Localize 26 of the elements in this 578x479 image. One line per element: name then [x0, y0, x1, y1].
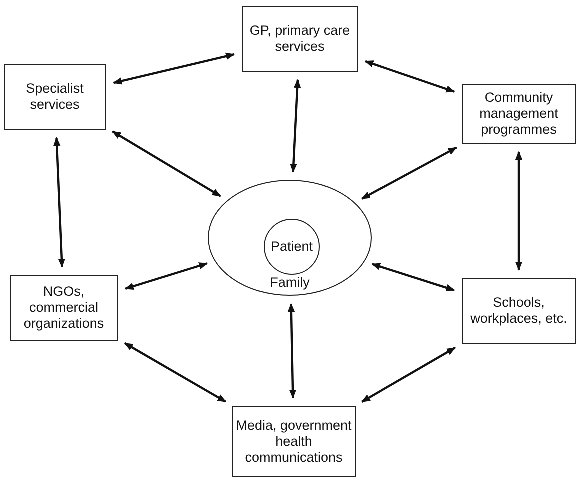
double-arrow — [112, 52, 236, 85]
node-label: Family — [270, 275, 310, 291]
node-label: NGOs, commercial organizations — [22, 284, 106, 332]
text-box — [242, 6, 358, 72]
double-arrow — [361, 347, 456, 403]
double-arrow — [361, 146, 458, 200]
text-box — [462, 278, 576, 344]
double-arrow — [290, 79, 302, 173]
double-arrow — [515, 151, 523, 271]
double-arrow — [364, 60, 456, 93]
double-arrow — [112, 130, 222, 198]
node-label: GP, primary care services — [248, 23, 352, 55]
double-arrow — [372, 263, 456, 292]
double-arrow — [54, 137, 66, 268]
double-arrow — [124, 342, 227, 403]
node-label: Patient — [270, 239, 314, 255]
text-box — [10, 275, 118, 341]
text-box — [462, 84, 576, 144]
node-label: Schools, workplaces, etc. — [470, 295, 568, 327]
double-arrow — [288, 303, 297, 399]
double-arrow — [124, 262, 208, 290]
node-label: Community management programmes — [478, 90, 560, 138]
node-label: Media, government health communications — [235, 418, 353, 466]
text-box — [232, 406, 356, 477]
text-box — [4, 64, 106, 130]
node-label: Specialist services — [25, 81, 85, 113]
